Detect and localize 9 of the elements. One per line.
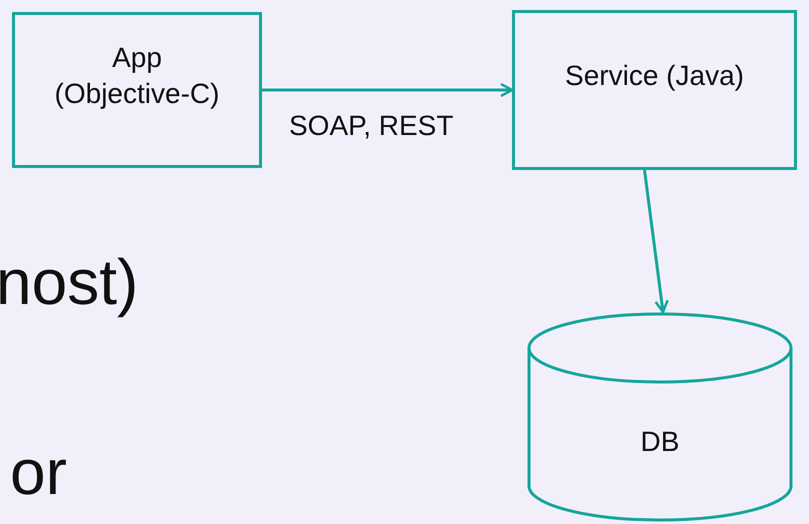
edge-label: SOAP, REST bbox=[289, 110, 454, 142]
arrow bbox=[643, 170, 669, 314]
node-label: App (Objective-C) bbox=[54, 40, 220, 111]
node-label: Service (Java) bbox=[565, 58, 744, 93]
process-box bbox=[12, 12, 262, 168]
slide-text: or bbox=[10, 440, 67, 504]
node-label: DB bbox=[640, 424, 680, 459]
arrow bbox=[262, 82, 514, 98]
process-box bbox=[512, 10, 797, 170]
